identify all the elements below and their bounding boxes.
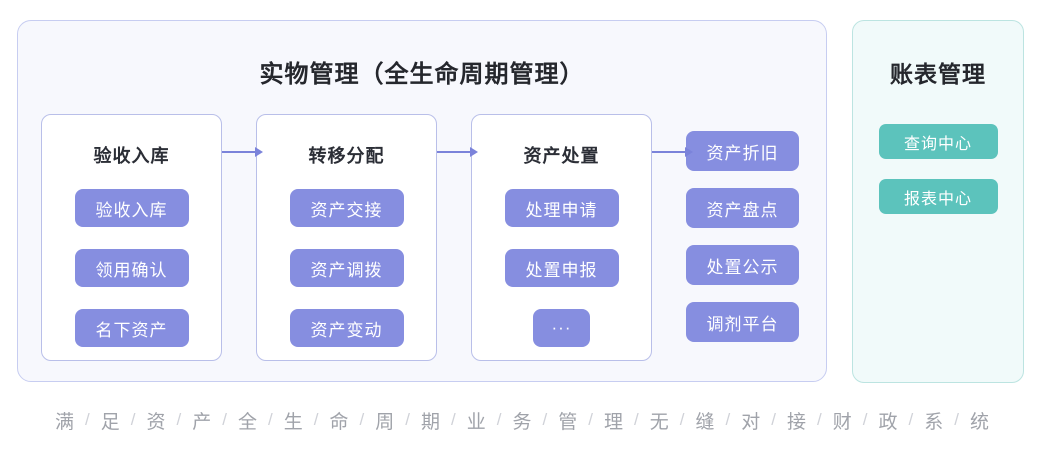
module-pill: 报表中心: [878, 179, 998, 214]
tagline: 满 / 足 / 资 / 产 / 全 / 生 / 命 / 周 / 期 / 业 / 务 / 管 / 理 / 无 / 缝 / 对 / 接 / 财 / 政 / 系 /…: [0, 406, 1044, 434]
ledger-management-panel: 账表管理 查询中心 报表中心: [852, 20, 1024, 383]
tagline-separator: /: [817, 410, 822, 429]
tagline-char: 统: [969, 411, 989, 433]
tagline-char: 期: [420, 411, 440, 433]
flow-arrow-icon: [652, 147, 693, 157]
module-pill: 资产盘点: [686, 188, 799, 228]
tagline-char: 财: [832, 411, 852, 433]
module-pill: 资产交接: [289, 189, 404, 227]
tagline-char: 全: [237, 411, 257, 433]
flow-arrow-icon: [222, 147, 263, 157]
tagline-separator: /: [222, 410, 227, 429]
physical-management-title: 实物管理（全生命周期管理）: [259, 61, 585, 88]
flow-arrow-icon: [437, 147, 478, 157]
tagline-char: 务: [512, 411, 532, 433]
tagline-char: 系: [924, 411, 944, 433]
stage-title: 转移分配: [308, 146, 385, 166]
tagline-separator: /: [634, 410, 639, 429]
tagline-separator: /: [908, 410, 914, 429]
tagline-separator: /: [268, 410, 273, 429]
stage-title: 验收入库: [93, 146, 170, 166]
module-pill: 查询中心: [878, 124, 998, 159]
tagline-separator: /: [862, 410, 868, 429]
tagline-separator: /: [85, 410, 90, 429]
tagline-separator: /: [451, 410, 456, 429]
tagline-char: 无: [649, 411, 669, 433]
ledger-management-title: 账表管理: [890, 61, 986, 87]
tagline-char: 足: [100, 411, 120, 433]
tagline-char: 生: [283, 411, 303, 433]
tagline-separator: /: [679, 410, 685, 429]
module-pill: 处理申请: [504, 189, 619, 227]
ledger-modules: 查询中心 报表中心: [853, 124, 1023, 214]
tagline-separator: /: [176, 410, 182, 429]
tagline-char: 理: [603, 411, 623, 433]
tagline-char: 资: [146, 411, 166, 433]
module-pill: 资产折旧: [686, 131, 799, 171]
module-pill-more: ···: [533, 309, 590, 347]
module-pill: 名下资产: [74, 309, 189, 347]
stage-card-acceptance: 验收入库 验收入库 领用确认 名下资产: [41, 114, 222, 361]
tagline-separator: /: [496, 410, 502, 429]
tagline-separator: /: [313, 410, 319, 429]
module-pill: 处置申报: [504, 249, 619, 287]
tagline-separator: /: [405, 410, 410, 429]
tagline-char: 周: [375, 411, 395, 433]
tagline-char: 对: [741, 411, 761, 433]
tagline-separator: /: [130, 410, 136, 429]
module-pill: 资产调拨: [289, 249, 404, 287]
tagline-char: 产: [192, 411, 212, 433]
tagline-char: 业: [466, 411, 486, 433]
tagline-separator: /: [725, 410, 731, 429]
stage-title: 资产处置: [523, 146, 600, 166]
tagline-separator: /: [954, 410, 959, 429]
tagline-separator: /: [771, 410, 776, 429]
stage-card-disposal: 资产处置 处理申请 处置申报 ···: [471, 114, 652, 361]
side-modules-column: 资产折旧 资产盘点 处置公示 调剂平台: [686, 131, 799, 342]
tagline-char: 命: [329, 411, 349, 433]
module-pill: 调剂平台: [686, 302, 799, 342]
module-pill: 领用确认: [74, 249, 189, 287]
module-pill: 验收入库: [74, 189, 189, 227]
tagline-char: 满: [54, 411, 74, 433]
tagline-char: 接: [786, 411, 806, 433]
tagline-separator: /: [542, 410, 548, 429]
stage-card-transfer: 转移分配 资产交接 资产调拨 资产变动: [256, 114, 437, 361]
lifecycle-flow: 验收入库 验收入库 领用确认 名下资产 转移分配 资产交接 资产调拨 资产变动 …: [41, 114, 799, 361]
tagline-char: 管: [558, 411, 578, 433]
physical-management-panel: 实物管理（全生命周期管理） 验收入库 验收入库 领用确认 名下资产 转移分配 资…: [17, 20, 827, 382]
tagline-separator: /: [359, 410, 365, 429]
module-pill: 处置公示: [686, 245, 799, 285]
tagline-char: 缝: [695, 411, 715, 433]
tagline-separator: /: [588, 410, 593, 429]
module-pill: 资产变动: [289, 309, 404, 347]
tagline-char: 政: [878, 411, 898, 433]
